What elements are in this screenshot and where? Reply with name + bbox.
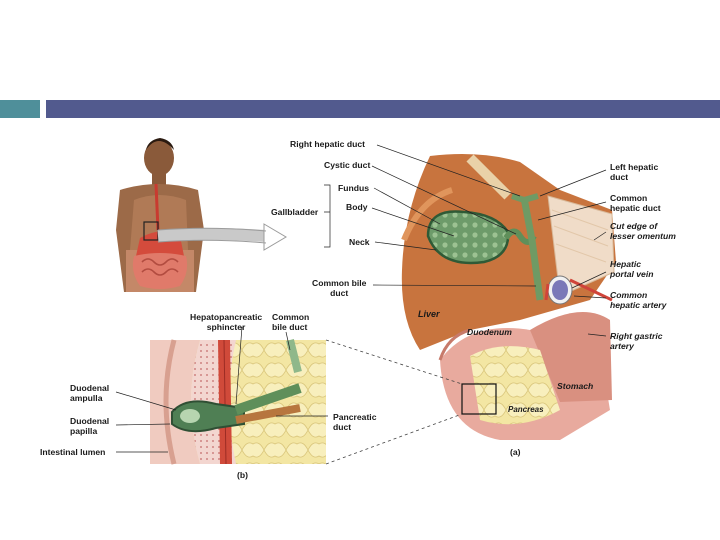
- human-figure: [116, 138, 204, 292]
- label-duodenal-papilla: Duodenal papilla: [70, 417, 109, 436]
- pointer-arrow: [158, 234, 266, 236]
- label-hepatopancreatic-sphincter: Hepatopancreatic sphincter: [190, 313, 262, 332]
- label-duodenum: Duodenum: [467, 328, 512, 338]
- label-liver: Liver: [418, 310, 440, 320]
- panel-label-a: (a): [510, 448, 521, 458]
- label-gallbladder: Gallbladder: [271, 208, 318, 218]
- arrow-head: [264, 224, 286, 250]
- label-body: Body: [346, 203, 367, 213]
- label-left-hepatic-duct: Left hepatic duct: [610, 163, 658, 182]
- label-duodenal-ampulla: Duodenal ampulla: [70, 384, 109, 403]
- detail-panel-b: [150, 340, 326, 464]
- label-pancreatic-duct: Pancreatic duct: [333, 413, 376, 432]
- panel-label-b: (b): [237, 471, 248, 481]
- label-common-bile-duct-a: Common bile duct: [312, 279, 366, 298]
- label-common-hepatic-artery: Common hepatic artery: [610, 291, 666, 310]
- label-neck: Neck: [349, 238, 370, 248]
- label-cut-edge-lesser-omentum: Cut edge of lesser omentum: [610, 222, 676, 241]
- label-common-hepatic-duct: Common hepatic duct: [610, 194, 661, 213]
- label-right-gastric-artery: Right gastric artery: [610, 332, 663, 351]
- label-pancreas: Pancreas: [508, 405, 544, 415]
- label-cystic-duct: Cystic duct: [324, 161, 370, 171]
- label-intestinal-lumen: Intestinal lumen: [40, 448, 105, 458]
- label-fundus: Fundus: [338, 184, 369, 194]
- label-right-hepatic-duct: Right hepatic duct: [290, 140, 365, 150]
- label-common-bile-duct-b: Common bile duct: [272, 313, 309, 332]
- label-hepatic-portal-vein: Hepatic portal vein: [610, 260, 653, 279]
- label-stomach: Stomach: [557, 382, 593, 392]
